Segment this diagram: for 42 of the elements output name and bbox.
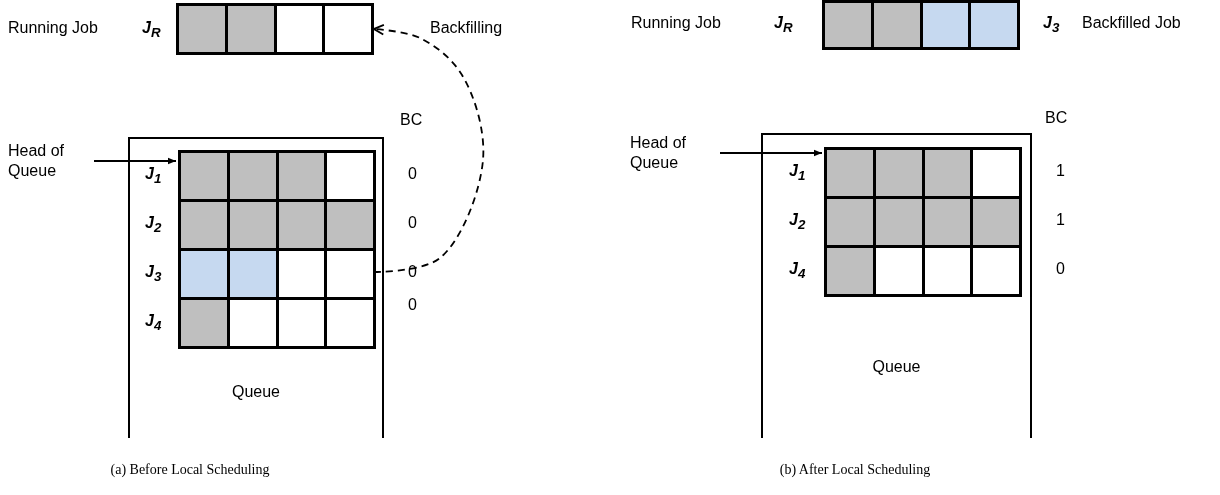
count-value: 0 <box>1056 259 1065 279</box>
side-label: Running Job <box>631 13 721 33</box>
job-label: J$_{R}$ <box>142 18 161 43</box>
job-row <box>178 199 376 251</box>
queue-label: Queue <box>871 357 922 377</box>
job-label: J$_{4}$ <box>789 259 806 284</box>
side-label: Backfilled Job <box>1082 13 1181 33</box>
job-label: J$_{3}$ <box>1043 13 1060 38</box>
arrow <box>719 149 823 157</box>
job-label: J$_{1}$ <box>789 161 806 186</box>
resource-slots <box>176 3 374 55</box>
pointer-label: Head of Queue <box>8 141 94 181</box>
side-label: Running Job <box>8 18 98 38</box>
job-row <box>178 248 376 300</box>
count-value: 0 <box>408 295 417 315</box>
job-row <box>824 245 1022 297</box>
job-label: J$_{1}$ <box>145 164 162 189</box>
job-label: J$_{3}$ <box>145 262 162 287</box>
job-label: J$_{4}$ <box>145 311 162 336</box>
job-row <box>178 150 376 202</box>
count-value: 0 <box>408 164 417 184</box>
job-label: J$_{2}$ <box>789 210 806 235</box>
queue-label: Queue <box>230 382 281 402</box>
subfigure-caption: (a) Before Local Scheduling <box>110 461 270 479</box>
job-label: J$_{R}$ <box>774 13 793 38</box>
job-label: J$_{2}$ <box>145 213 162 238</box>
count-value: 1 <box>1056 161 1065 181</box>
column-header: BC <box>1045 108 1068 128</box>
subfigure-caption: (b) After Local Scheduling <box>779 461 931 479</box>
column-header: BC <box>400 110 423 130</box>
job-row <box>824 147 1022 199</box>
resource-slots <box>822 0 1020 50</box>
dashed-arrow <box>373 24 485 273</box>
arrow <box>93 157 177 165</box>
job-row <box>178 297 376 349</box>
queue-container <box>128 137 384 438</box>
edge-label: Backfilling <box>430 18 503 38</box>
count-value: 1 <box>1056 210 1065 230</box>
count-value: 0 <box>408 213 417 233</box>
job-row <box>824 196 1022 248</box>
queue-container <box>761 133 1032 438</box>
pointer-label: Head of Queue <box>630 133 720 173</box>
